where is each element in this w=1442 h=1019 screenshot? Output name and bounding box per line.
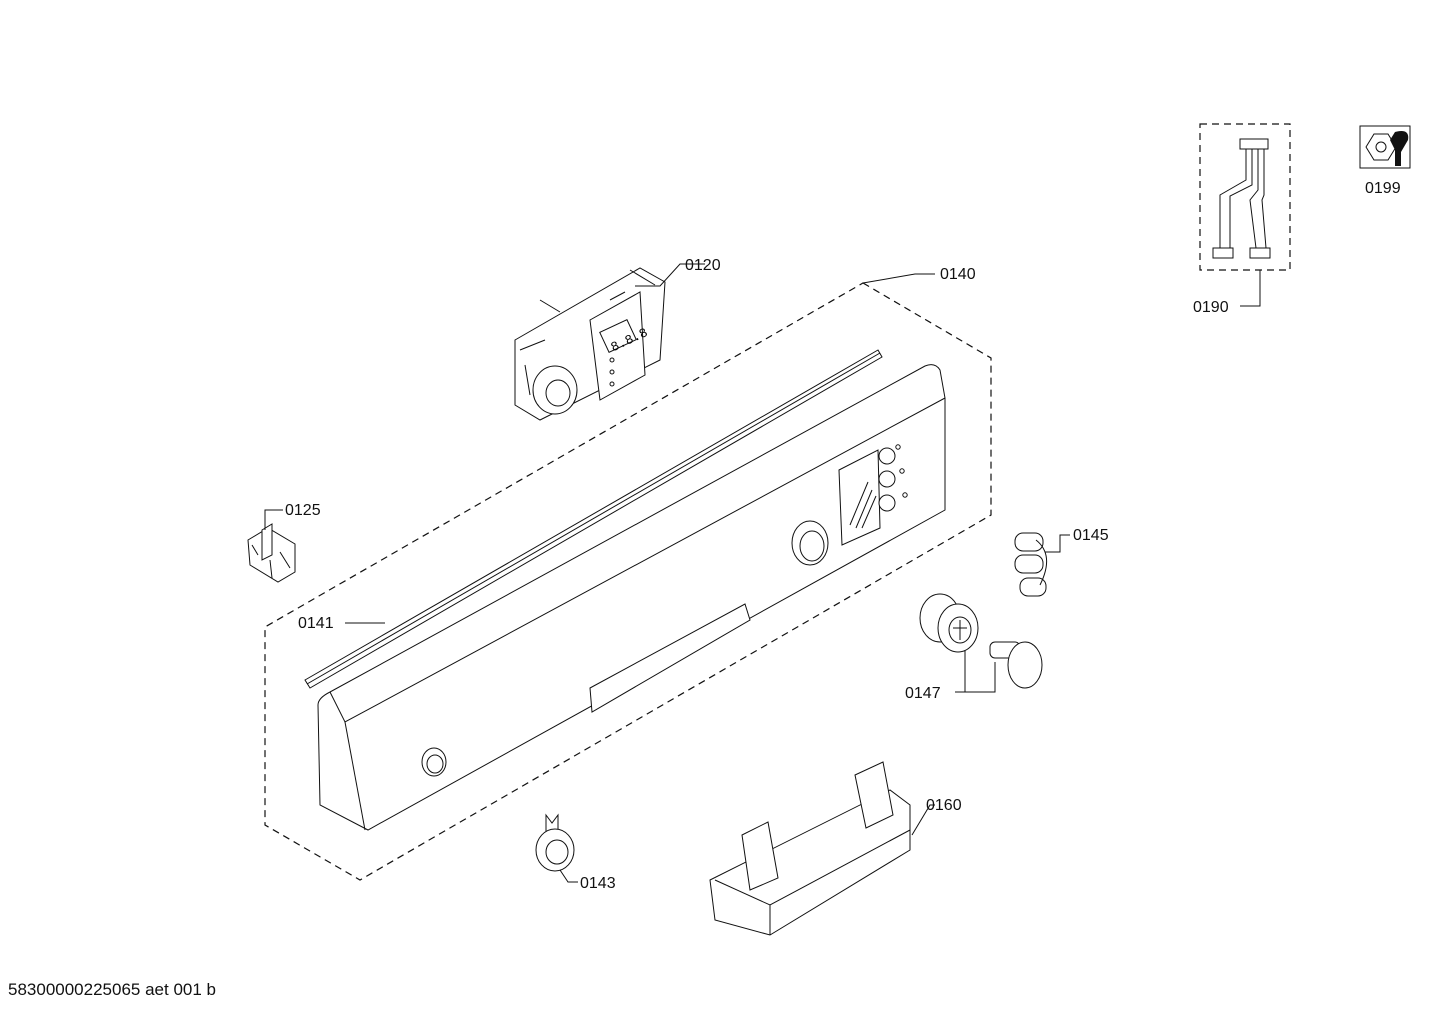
label-0141: 0141 [298, 615, 334, 632]
clip-0125 [247, 523, 296, 583]
label-0143: 0143 [580, 875, 616, 892]
label-0199: 0199 [1365, 180, 1401, 197]
label-0140: 0140 [940, 266, 976, 283]
label-0190: 0190 [1193, 299, 1229, 316]
document-footer-code: 58300000225065 aet 001 b [8, 980, 216, 999]
group-outline-0140 [264, 282, 992, 881]
knob-assembly-0147 [919, 593, 1043, 689]
buttons-0145 [1014, 532, 1047, 597]
trim-strip-0141 [304, 349, 883, 689]
label-0125: 0125 [285, 502, 321, 519]
nut-and-wrench-icon [1359, 125, 1411, 169]
control-panel-fascia [317, 364, 946, 831]
label-0160: 0160 [926, 797, 962, 814]
label-0147: 0147 [905, 685, 941, 702]
leader-lines [264, 263, 1261, 883]
electronic-module-0120: 8.8.8 [514, 267, 666, 421]
label-0145: 0145 [1073, 527, 1109, 544]
wiring-harness-0190 [1199, 123, 1291, 271]
label-0120: 0120 [685, 257, 721, 274]
knob-0143 [535, 813, 575, 872]
bracket-0160 [709, 761, 911, 936]
